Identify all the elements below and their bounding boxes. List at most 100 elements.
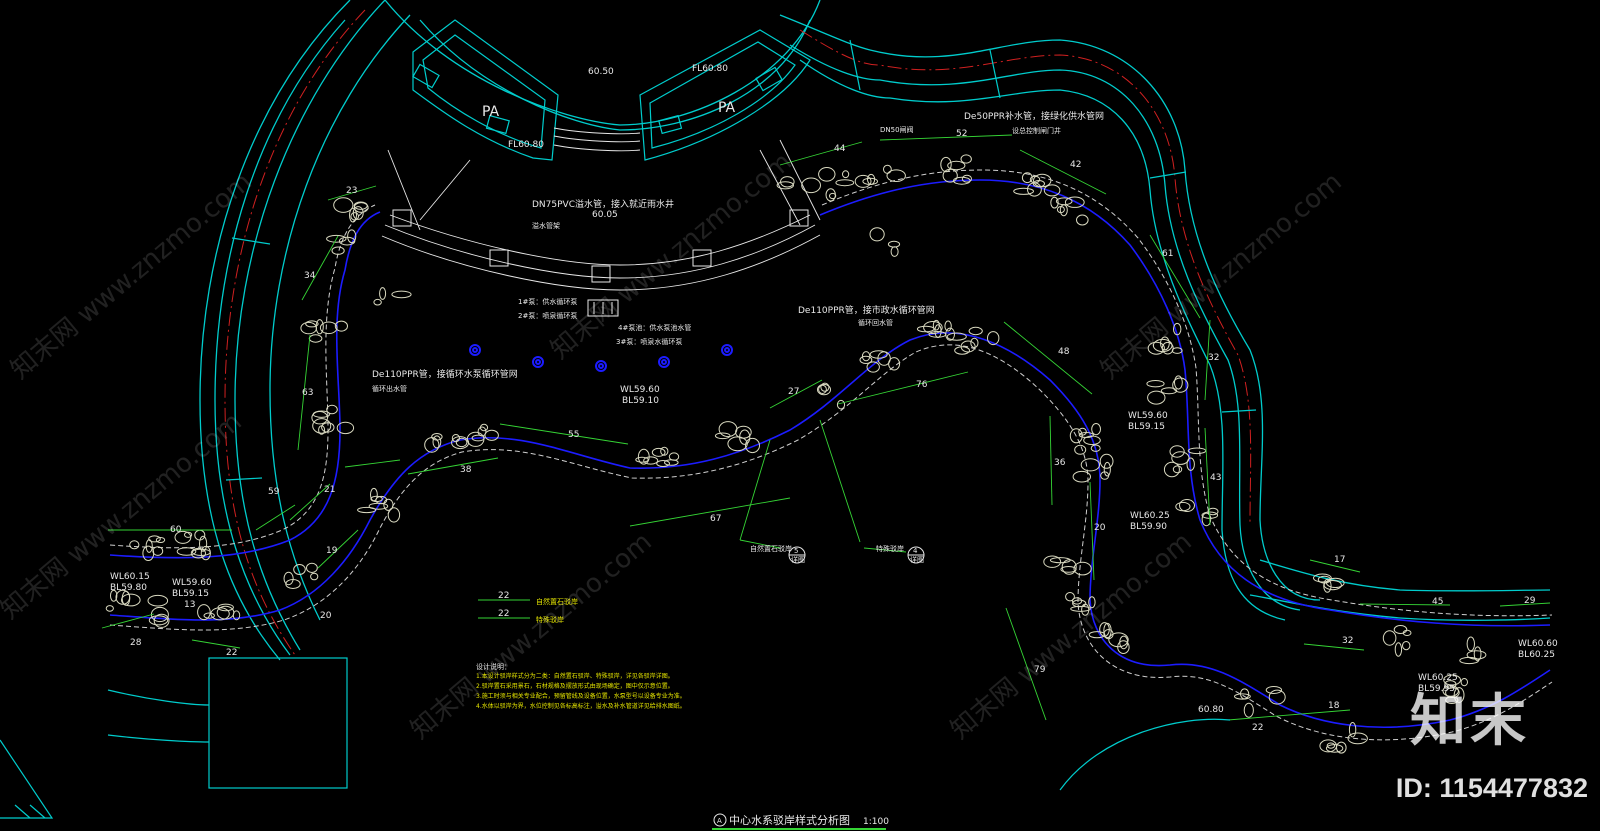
boulder [1078, 432, 1094, 438]
level-wl-br: WL60.60 [1518, 639, 1558, 649]
boulder [1172, 465, 1183, 474]
boulder [1179, 499, 1195, 512]
boulder [1268, 689, 1286, 705]
boulder [1460, 678, 1469, 687]
pump-note-3: 3#泵：喷泉水循环泵 [616, 337, 682, 346]
boulder [1117, 640, 1130, 654]
level-bl-br: BL60.25 [1518, 650, 1555, 660]
boulder [1317, 575, 1332, 584]
watermark: 知末网 www.znzmo.com [5, 167, 257, 386]
boulder [1088, 596, 1096, 609]
boulder [479, 423, 489, 432]
dimension-numbers: 23 34 63 60 59 21 19 13 28 20 22 38 55 6… [130, 129, 1536, 733]
boulder [1078, 427, 1087, 436]
boulder [190, 547, 206, 559]
boulder [1060, 566, 1077, 573]
boulder [1187, 447, 1207, 455]
fountain-nozzles [469, 344, 733, 372]
boulder [217, 603, 234, 612]
boulder [1394, 642, 1403, 657]
boulder [1056, 206, 1065, 214]
boulder [1442, 685, 1459, 697]
road-ticks [225, 39, 1257, 481]
dim-label: 32 [1342, 636, 1353, 646]
boulder [1147, 341, 1165, 355]
level-bl-left2: BL59.15 [172, 589, 209, 599]
dim-label: 32 [1208, 353, 1219, 363]
boulder [1163, 461, 1180, 478]
boulder [660, 446, 669, 456]
dim-label: 22 [1252, 723, 1263, 733]
boulder [484, 429, 499, 441]
dim-label: 76 [916, 380, 928, 390]
dim-label: 20 [320, 611, 332, 621]
annotation-de110-right: De110PPR管，接市政水循环管网 [798, 304, 935, 316]
boulder [174, 530, 192, 544]
boulder [869, 350, 888, 359]
pump-note-2: 2#泵：喷泉循环泵 [518, 311, 577, 320]
boulder [714, 432, 731, 440]
boulder [432, 435, 442, 449]
level-wl-left2: WL59.60 [172, 578, 212, 588]
boulder [842, 170, 850, 179]
boulder [148, 535, 161, 543]
annotation-dn75-sub: 溢水管架 [532, 221, 560, 230]
equipment-boxes [392, 209, 809, 317]
boulder [928, 331, 947, 338]
boulder [947, 160, 966, 171]
callout-5: 5 详图 自然置石驳岸 [750, 544, 806, 564]
level-center: 60.05 [592, 210, 618, 220]
boulder [326, 234, 347, 243]
boulder [105, 605, 114, 612]
lower-left-structures [0, 657, 1231, 819]
boulder [859, 355, 873, 364]
boulder [1201, 512, 1212, 527]
boulder [1064, 196, 1085, 208]
boulder [142, 545, 155, 561]
boulder [306, 562, 318, 574]
boulder [776, 181, 794, 190]
boulder [867, 173, 876, 185]
boulder [869, 227, 885, 242]
dim-label: 22 [226, 648, 237, 658]
legend-dim: 22 [498, 591, 509, 601]
dim-label: 52 [956, 129, 967, 139]
boulder [883, 164, 892, 174]
dim-label: 23 [346, 186, 357, 196]
boulder [940, 156, 952, 173]
boulder [318, 425, 326, 435]
boulder [953, 176, 971, 185]
level-bl-c: BL59.90 [1130, 522, 1167, 532]
boulder [1473, 646, 1482, 662]
dim-label: 13 [184, 600, 195, 610]
callout-4: 4 详图 特殊驳岸 [876, 544, 925, 564]
boulder [1444, 680, 1457, 689]
boulder [1169, 445, 1185, 458]
legend-dim: 22 [498, 609, 509, 619]
pa-label-left: PA [482, 104, 500, 120]
boulder [970, 337, 979, 349]
water-line [109, 179, 1551, 728]
boulder [1021, 172, 1033, 184]
boulder [968, 326, 983, 336]
boulder [1402, 641, 1411, 651]
boulder [391, 290, 412, 299]
callout-label: 特殊驳岸 [876, 544, 904, 553]
boulder [1173, 322, 1182, 336]
boulder [1347, 732, 1368, 745]
boulder [232, 610, 241, 621]
boulder [347, 229, 357, 244]
boulder [370, 487, 378, 502]
boulder [635, 456, 649, 463]
boulder [1081, 603, 1090, 616]
boulder [1466, 650, 1487, 660]
boulder [987, 331, 1000, 346]
boulder [121, 593, 141, 607]
level-wl-b2: WL60.25 [1418, 673, 1458, 683]
dim-label: 36 [1054, 458, 1066, 468]
boulder [350, 212, 360, 221]
boulder [1091, 423, 1101, 436]
boulder [352, 206, 364, 220]
level-wl-c: WL60.25 [1130, 511, 1170, 521]
